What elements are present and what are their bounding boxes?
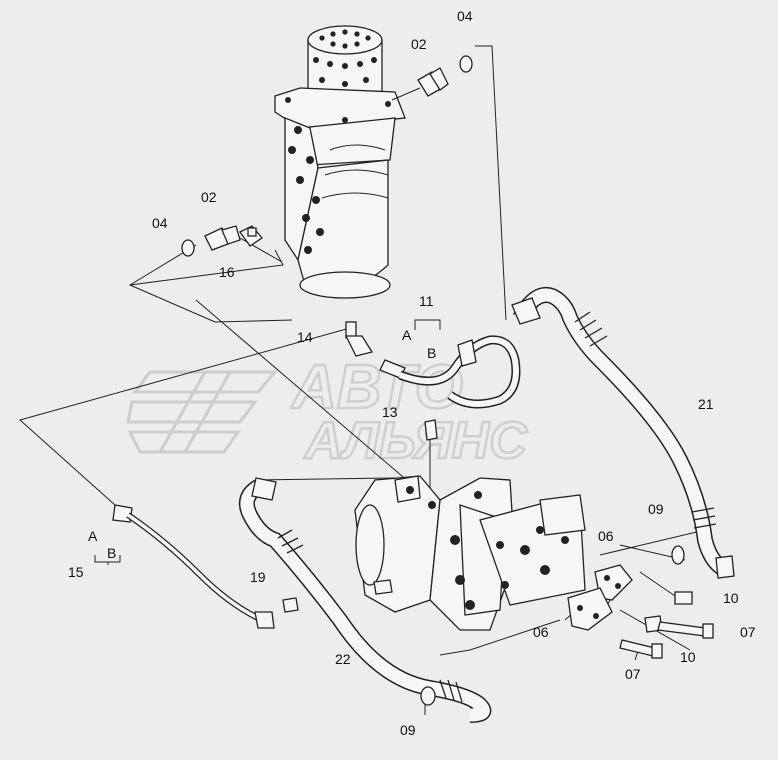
- swivel-joint: [274, 25, 406, 299]
- pump-assembly: [354, 475, 586, 631]
- flange-06-lower: [567, 587, 613, 631]
- callout-02-top: 02: [411, 36, 427, 52]
- watermark-logo: АВТО АЛЬЯНС: [126, 352, 529, 471]
- watermark-emblem: [126, 370, 279, 454]
- fittings-upper: [181, 55, 521, 441]
- fitting-19: [282, 597, 299, 613]
- bolt-07-lower: [619, 639, 663, 659]
- callout-14: 14: [297, 329, 313, 345]
- hose-21: [511, 287, 735, 579]
- callout-B-lower: B: [107, 545, 116, 561]
- washer-10-upper: [674, 591, 693, 605]
- callout-22: 22: [335, 651, 351, 667]
- flanges-bolts: [567, 564, 714, 659]
- watermark-line2: АЛЬЯНС: [303, 412, 528, 470]
- callout-A-upper: A: [402, 327, 412, 343]
- callout-04-left: 04: [152, 215, 168, 231]
- bolt-07-upper: [657, 621, 714, 639]
- callout-09-bottom: 09: [400, 722, 416, 738]
- o-ring-04-top: [459, 55, 473, 73]
- callout-B-upper: B: [427, 345, 436, 361]
- o-ring-09-bottom: [420, 686, 436, 706]
- callout-10-lower: 10: [680, 649, 696, 665]
- adapter-02-left: [204, 225, 241, 251]
- callout-16: 16: [219, 264, 235, 280]
- callout-19: 19: [250, 569, 266, 585]
- hose-11: [379, 335, 521, 409]
- callout-04-top: 04: [457, 8, 473, 24]
- watermark-line1: АВТО: [290, 353, 463, 422]
- callout-02-left: 02: [201, 189, 217, 205]
- o-ring-09-right: [671, 545, 685, 565]
- hose-15: [112, 504, 299, 629]
- callout-21: 21: [698, 396, 714, 412]
- callout-15: 15: [68, 564, 84, 580]
- callout-07-lower: 07: [625, 666, 641, 682]
- callout-06-upper: 06: [598, 528, 614, 544]
- callout-09-right: 09: [648, 501, 664, 517]
- callout-labels: 04 02 02 04 16 11 14 A B 13 21 09 06 A B…: [68, 8, 756, 738]
- callout-11: 11: [419, 293, 434, 309]
- elbow-16: [239, 225, 263, 247]
- callout-06-lower: 06: [533, 624, 549, 640]
- elbow-14: [344, 321, 374, 357]
- callout-13: 13: [382, 404, 398, 420]
- hose-22: [239, 477, 492, 723]
- callout-10-upper: 10: [723, 590, 739, 606]
- callout-A-lower: A: [88, 528, 98, 544]
- fitting-13: [424, 419, 438, 441]
- callout-07-upper: 07: [740, 624, 756, 640]
- adapter-02-top: [391, 67, 449, 101]
- o-ring-04-left: [181, 239, 195, 257]
